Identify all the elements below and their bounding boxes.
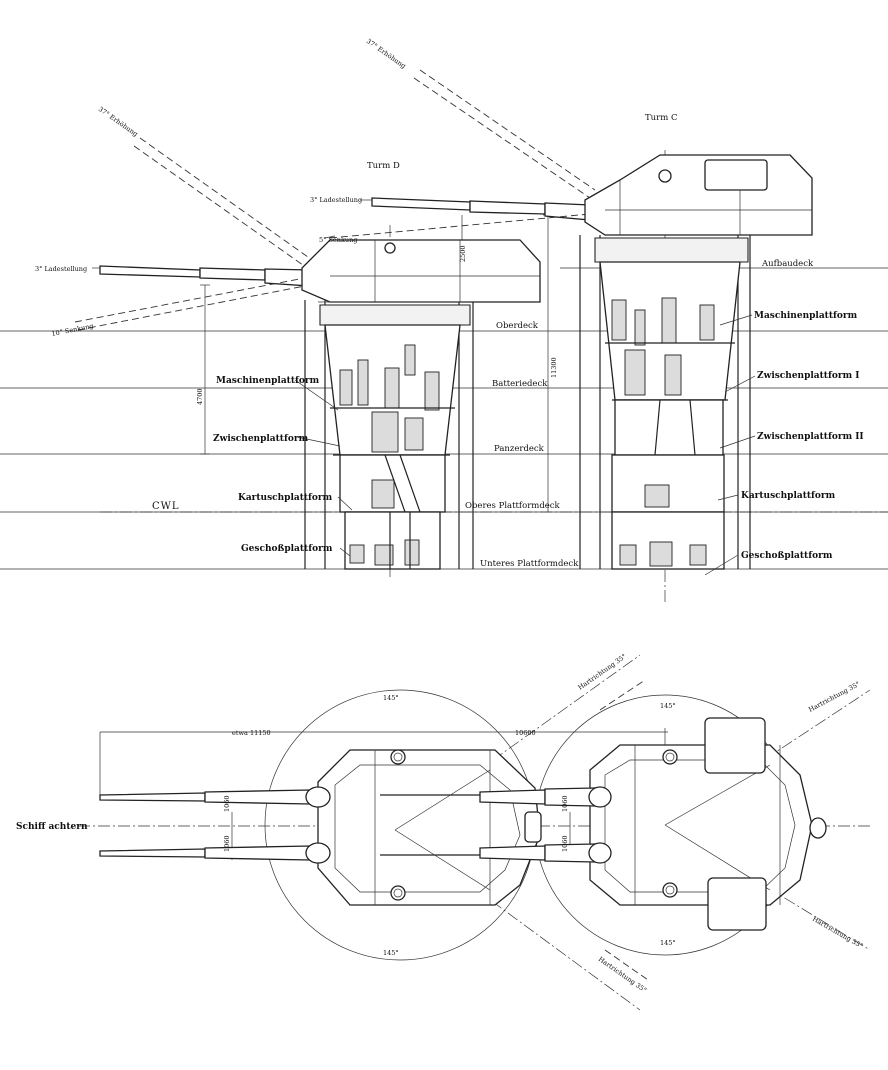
label-dim-4700: 4700 [196,388,204,405]
label-erhoehung-c: 37° Erhöhung [365,37,407,70]
label-angle-145-d: 145° [660,939,676,947]
label-schiff-achtern: Schiff achtern [16,822,88,832]
label-panzerdeck: Panzerdeck [494,444,545,454]
label-erhoehung-d: 37° Erhöhung [97,105,139,138]
turret-d-house [301,239,541,326]
turret-c-mechanism [599,261,741,570]
label-oberes-plattformdeck: Oberes Plattformdeck [465,501,561,511]
plan-view [78,654,871,1011]
label-maschinenplattform-d: Maschinenplattform [216,376,320,386]
label-turm-c: Turm C [645,113,677,123]
label-dim-2500: 2500 [459,245,467,262]
turret-d-plan [99,749,541,906]
label-ladestellung-c: 3° Ladestellung [310,196,362,204]
label-turm-d: Turm D [367,161,400,171]
label-angle-145-b: 145° [660,702,676,710]
label-senkung-10: 10° Senkung [51,322,94,338]
label-geschossplattform-d: Geschoßplattform [241,544,333,554]
turret-c-guns [329,69,596,239]
label-zwischenplattform-d: Zwischenplattform [213,434,309,444]
label-hartrichtung-3: Hartrichtung 35° [597,955,648,994]
label-zwischenplattform-2: Zwischenplattform II [757,432,864,442]
label-hartrichtung-4: Hartrichtung 35° [811,915,864,950]
label-kartuschplattform-d: Kartuschplattform [238,493,333,503]
label-batteriedeck: Batteriedeck [492,379,548,389]
barbette-walls [304,235,751,569]
label-geschossplattform-c: Geschoßplattform [741,551,833,561]
label-dim-11300: 11300 [550,357,558,378]
label-cwl: CWL [152,501,180,512]
label-dim-1060a: 1060 [223,795,231,812]
turret-d-mechanism [324,324,461,570]
label-dim-1060d: 1060 [561,835,569,852]
label-etwa-11150: etwa 11150 [232,729,271,737]
side-elevation [0,69,888,605]
turret-c-plan [479,717,827,931]
label-maschinenplattform-c: Maschinenplattform [754,311,858,321]
label-angle-145-a: 145° [383,694,399,702]
label-zwischenplattform-1: Zwischenplattform I [757,371,859,381]
label-hartrichtung-2: Hartrichtung 35° [807,680,861,714]
label-senkung-5: 5° Senkung [319,236,357,244]
label-dim-1060b: 1060 [223,835,231,852]
label-dim-10600: 10600 [515,729,536,737]
label-oberdeck: Oberdeck [496,321,539,331]
turret-c-house [584,154,813,263]
turret-d-guns [74,137,316,331]
label-kartuschplattform-c: Kartuschplattform [741,491,836,501]
label-unteres-plattformdeck: Unteres Plattformdeck [480,559,579,569]
leader-lines [92,199,756,576]
label-aufbaudeck: Aufbaudeck [761,259,814,269]
label-ladestellung-d: 3° Ladestellung [35,265,87,273]
label-dim-1060c: 1060 [561,795,569,812]
label-angle-145-c: 145° [383,949,399,957]
label-hartrichtung-1: Hartrichtung 35° [577,652,628,691]
